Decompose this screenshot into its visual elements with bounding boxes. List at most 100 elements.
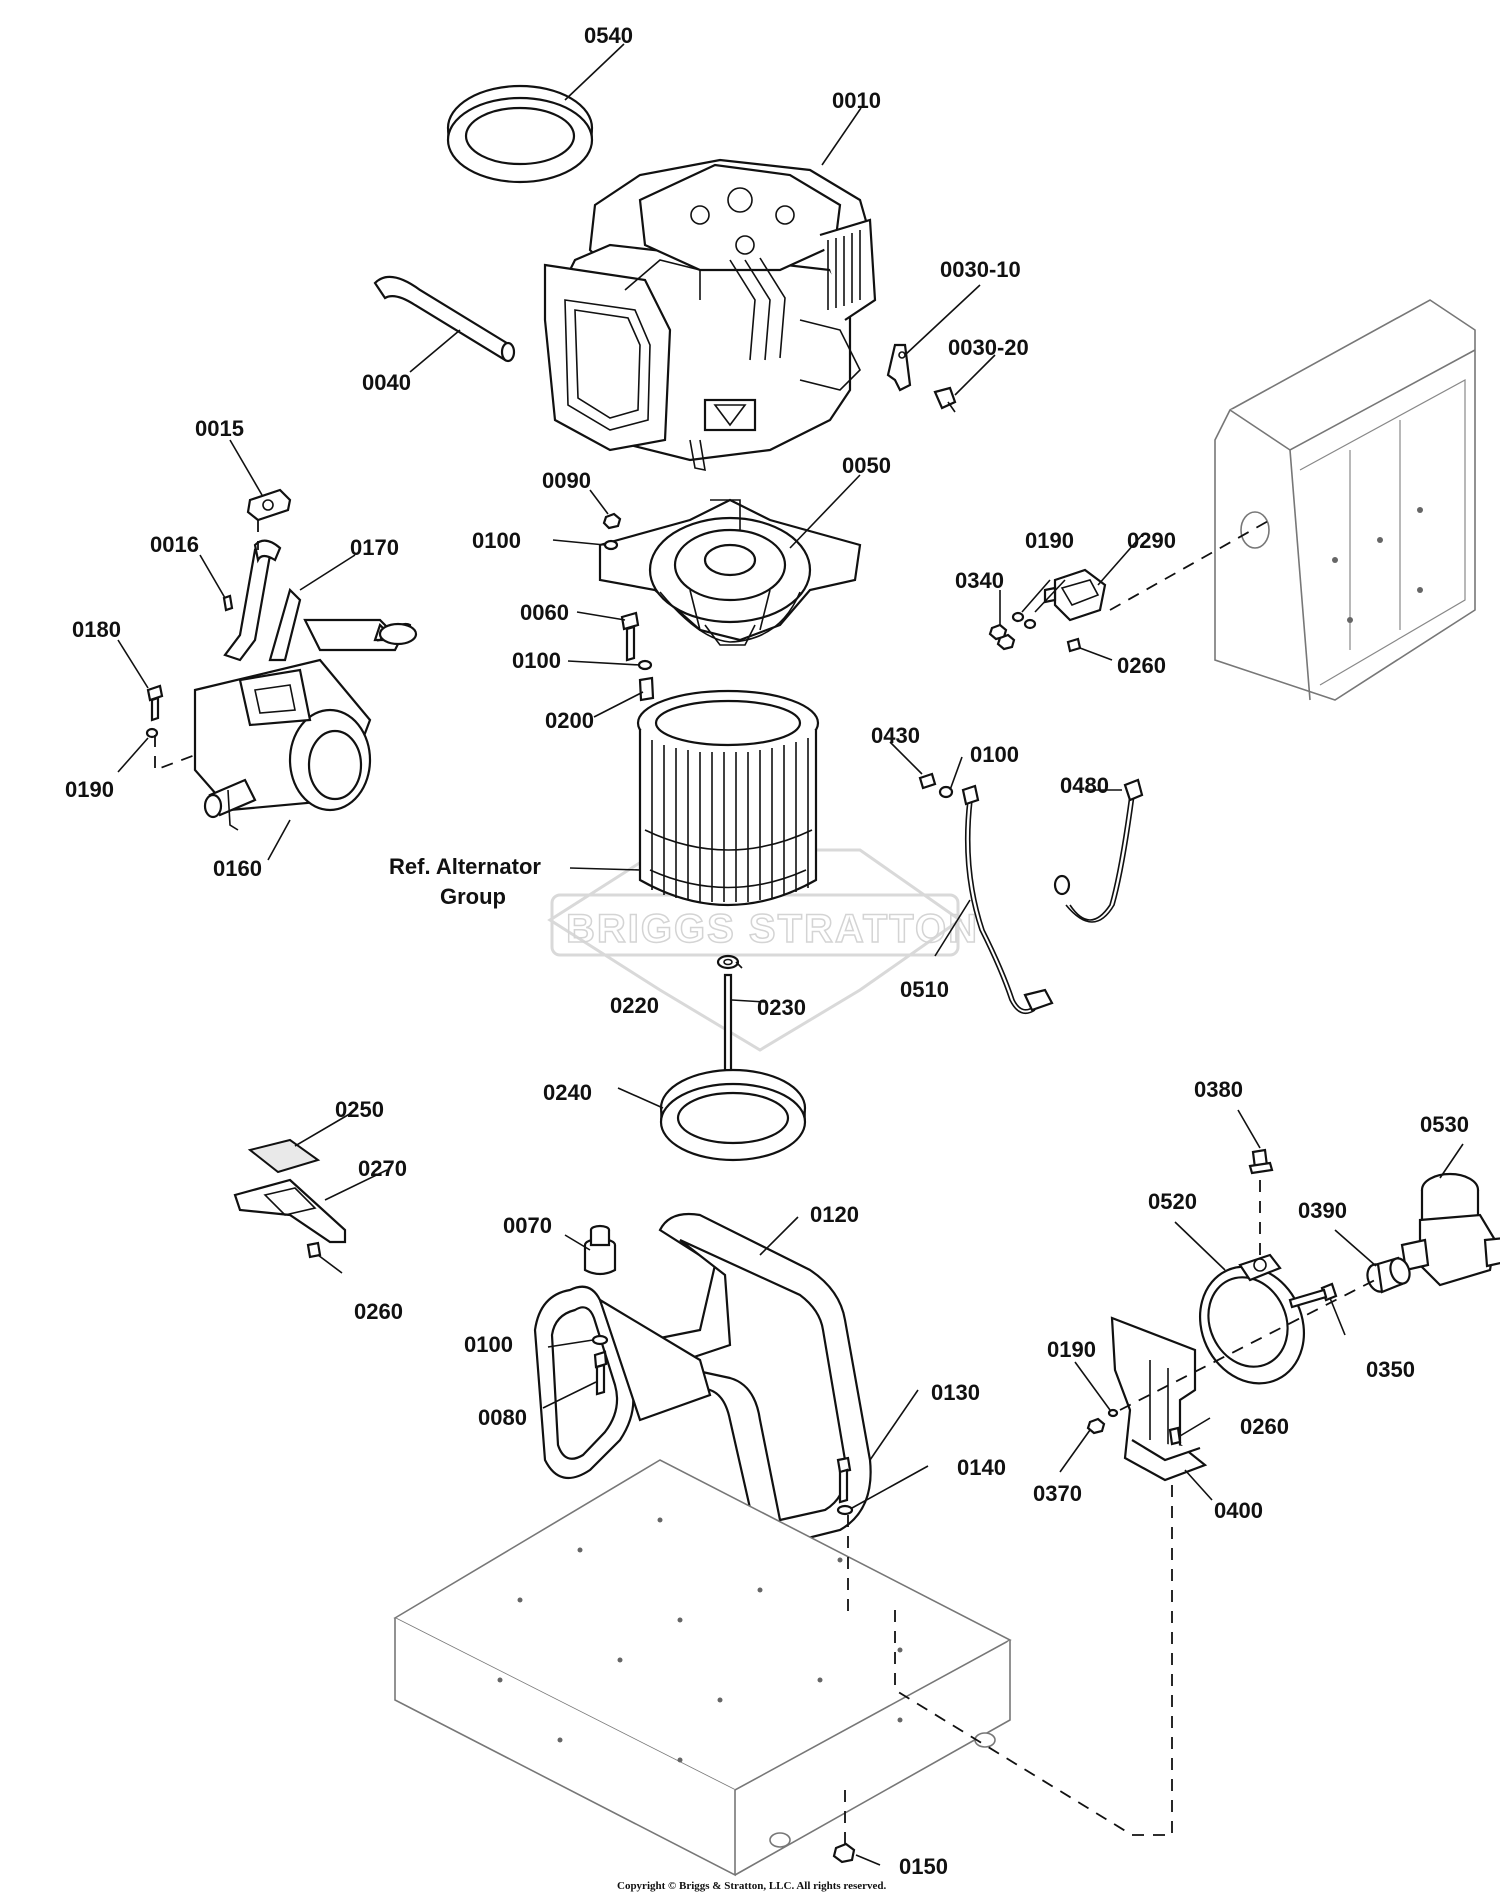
alternator-stator bbox=[636, 689, 820, 907]
assembly-lines bbox=[154, 519, 1376, 1845]
label-0190-b: 0190 bbox=[1025, 528, 1074, 553]
label-0010: 0010 bbox=[832, 88, 881, 113]
label-0150: 0150 bbox=[899, 1854, 948, 1879]
label-0100-a: 0100 bbox=[472, 528, 521, 553]
exhaust-gasket bbox=[246, 488, 292, 522]
bracket-0030-10 bbox=[886, 343, 912, 392]
screw-0260-b bbox=[306, 1241, 322, 1259]
label-0090: 0090 bbox=[542, 468, 591, 493]
ground-cable-0480 bbox=[1053, 778, 1144, 923]
label-0160: 0160 bbox=[213, 856, 262, 881]
label-0480: 0480 bbox=[1060, 773, 1109, 798]
ring-gasket-top bbox=[446, 84, 594, 184]
label-0190-c: 0190 bbox=[1047, 1337, 1096, 1362]
label-0016: 0016 bbox=[150, 532, 199, 557]
label-0520: 0520 bbox=[1148, 1189, 1197, 1214]
plate-0270 bbox=[233, 1178, 347, 1244]
copyright-notice: Copyright © Briggs & Stratton, LLC. All … bbox=[617, 1880, 887, 1892]
label-0030-10: 0030-10 bbox=[940, 257, 1021, 282]
bolt-0130 bbox=[836, 1456, 852, 1504]
label-0190-left: 0190 bbox=[65, 777, 114, 802]
regulator-0520 bbox=[1198, 1253, 1306, 1385]
label-ref-alternator: Ref. Alternator bbox=[389, 854, 541, 879]
label-0100-d: 0100 bbox=[464, 1332, 513, 1357]
washer-0190-c bbox=[1107, 1408, 1119, 1418]
solenoid-valve-0530 bbox=[1400, 1172, 1500, 1287]
relay-0290 bbox=[1043, 568, 1107, 622]
washer-0100-d bbox=[591, 1334, 609, 1346]
bracket-0400 bbox=[1110, 1316, 1208, 1482]
label-0400: 0400 bbox=[1214, 1498, 1263, 1523]
label-0180: 0180 bbox=[72, 617, 121, 642]
label-0260-b: 0260 bbox=[354, 1299, 403, 1324]
fitting-0390 bbox=[1366, 1256, 1411, 1294]
screw-0260-a bbox=[1066, 637, 1082, 653]
label-0260-c: 0260 bbox=[1240, 1414, 1289, 1439]
washer-0100-a bbox=[603, 539, 619, 551]
label-0230: 0230 bbox=[757, 995, 806, 1020]
label-0250: 0250 bbox=[335, 1097, 384, 1122]
label-0040: 0040 bbox=[362, 370, 411, 395]
label-0030-20: 0030-20 bbox=[948, 335, 1029, 360]
nut-0150 bbox=[832, 1842, 856, 1864]
isolator-0070 bbox=[583, 1224, 617, 1276]
screw-0430 bbox=[918, 772, 937, 790]
nut-0090 bbox=[602, 512, 622, 530]
label-0530: 0530 bbox=[1420, 1112, 1469, 1137]
label-0430: 0430 bbox=[871, 723, 920, 748]
fitting-0380 bbox=[1248, 1148, 1274, 1175]
washer-0230 bbox=[716, 954, 740, 970]
flywheel-fan bbox=[598, 498, 862, 646]
label-0260-a: 0260 bbox=[1117, 653, 1166, 678]
label-0130: 0130 bbox=[931, 1380, 980, 1405]
label-0380: 0380 bbox=[1194, 1077, 1243, 1102]
label-0510: 0510 bbox=[900, 977, 949, 1002]
label-0240: 0240 bbox=[543, 1080, 592, 1105]
bolt-0060 bbox=[620, 611, 640, 662]
label-0290: 0290 bbox=[1127, 528, 1176, 553]
fastener-0030-20 bbox=[933, 386, 957, 413]
bolt-0180 bbox=[146, 684, 164, 722]
label-0170: 0170 bbox=[350, 535, 399, 560]
watermark: BRIGGS STRATTON bbox=[547, 848, 978, 1052]
label-0200: 0200 bbox=[545, 708, 594, 733]
screw-0260-c bbox=[1168, 1426, 1182, 1446]
engine bbox=[543, 158, 877, 472]
leader-lines bbox=[117, 43, 1464, 1866]
nut-0340 bbox=[988, 623, 1016, 651]
label-0070: 0070 bbox=[503, 1213, 552, 1238]
label-0060: 0060 bbox=[520, 600, 569, 625]
washer-0100-c bbox=[938, 785, 954, 799]
label-0080: 0080 bbox=[478, 1405, 527, 1430]
washer-0100-b bbox=[637, 659, 653, 671]
ground-cable-0510 bbox=[961, 784, 1054, 1015]
label-0350: 0350 bbox=[1366, 1357, 1415, 1382]
frame-0120 bbox=[533, 1212, 872, 1547]
bolt-0350 bbox=[1288, 1282, 1338, 1309]
label-0540: 0540 bbox=[584, 23, 633, 48]
label-0340: 0340 bbox=[955, 568, 1004, 593]
part-labels: 0540 0010 0030-10 0030-20 0040 0015 0016… bbox=[65, 23, 1469, 1879]
washer-0140 bbox=[836, 1504, 854, 1516]
label-0100-b: 0100 bbox=[512, 648, 561, 673]
label-ref-alternator-group: Group bbox=[440, 884, 506, 909]
label-0370: 0370 bbox=[1033, 1481, 1082, 1506]
label-0015: 0015 bbox=[195, 416, 244, 441]
muffler-assembly bbox=[193, 539, 418, 831]
breather-hose bbox=[373, 275, 516, 363]
bolt-0080 bbox=[593, 1350, 608, 1396]
washer-0190-b bbox=[1011, 611, 1037, 630]
base-pan bbox=[393, 1459, 1012, 1877]
bolt-0200 bbox=[638, 676, 655, 702]
label-0220: 0220 bbox=[610, 993, 659, 1018]
label-0270: 0270 bbox=[358, 1156, 407, 1181]
label-0390: 0390 bbox=[1298, 1198, 1347, 1223]
screw-0016 bbox=[222, 594, 234, 612]
label-0050: 0050 bbox=[842, 453, 891, 478]
label-0120: 0120 bbox=[810, 1202, 859, 1227]
label-0100-c: 0100 bbox=[970, 742, 1019, 767]
ring-0240 bbox=[659, 1068, 807, 1162]
label-0140: 0140 bbox=[957, 1455, 1006, 1480]
nut-0370 bbox=[1086, 1417, 1106, 1435]
